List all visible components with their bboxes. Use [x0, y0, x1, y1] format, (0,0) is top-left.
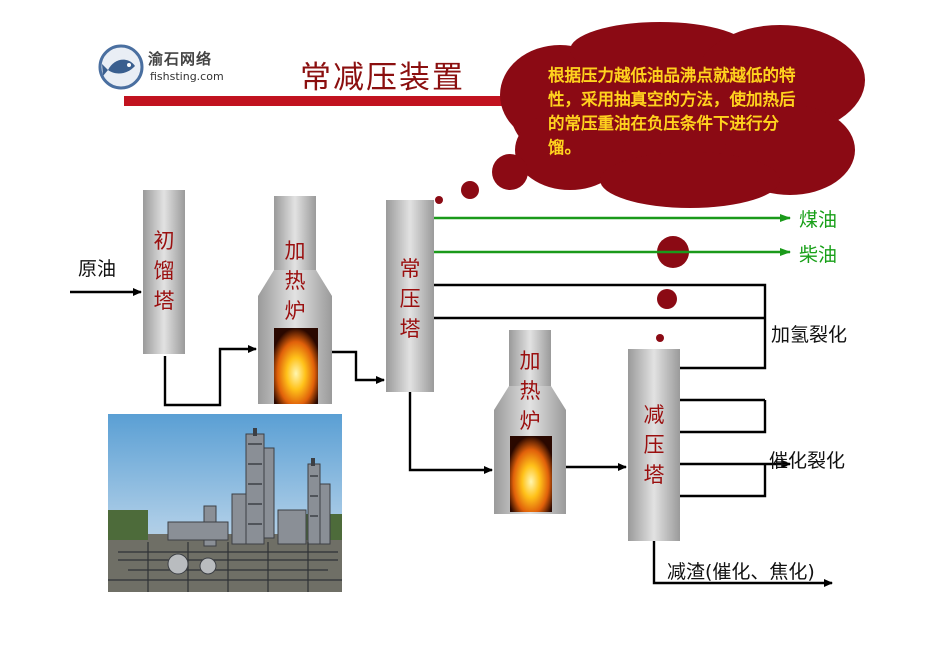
- title-underline-bar: [124, 96, 544, 106]
- vacuum-tower: [628, 349, 680, 541]
- furnace-to-atm-tower-line: [332, 350, 385, 384]
- callout-cloud: [435, 22, 865, 342]
- pre-tower-to-furnace-line: [163, 345, 257, 407]
- logo: 渝石网络 fishsting.com: [98, 44, 234, 92]
- furnace-1: [258, 196, 332, 404]
- atm-tower-to-furnace2-line: [408, 392, 493, 474]
- pre-tower-label: 初馏塔: [153, 229, 175, 313]
- catcracking-label: 催化裂化: [769, 450, 846, 472]
- feed-label: 原油: [78, 258, 117, 280]
- vac-tower-label: 减压塔: [643, 403, 665, 487]
- furnace-1-label: 加热炉: [284, 239, 306, 323]
- refinery-photo-illustration: [108, 414, 342, 592]
- atm-tower-label: 常压塔: [399, 257, 421, 341]
- atmospheric-tower: [386, 200, 434, 392]
- residue-arrow: [652, 541, 833, 587]
- vac-side-draw-1: [680, 318, 767, 370]
- logo-name: 渝石网络: [148, 50, 213, 68]
- page-title: 常减压装置: [300, 60, 465, 96]
- pre-distillation-tower: [143, 190, 185, 354]
- callout-text: 根据压力越低油品沸点就越低的特性，采用抽真空的方法，使加热后的常压重油在负压条件…: [548, 66, 796, 157]
- logo-site: fishsting.com: [150, 70, 224, 83]
- hydrocracking-line-a: [434, 283, 767, 318]
- diesel-label: 柴油: [799, 244, 838, 266]
- kerosene-label: 煤油: [799, 209, 838, 231]
- furnace-2-label: 加热炉: [519, 349, 541, 433]
- hydrocracking-label: 加氢裂化: [771, 324, 848, 346]
- furnace-1-flame: [274, 328, 318, 404]
- furnace-2: [494, 330, 566, 514]
- furnace-2-flame: [510, 436, 552, 512]
- catcracking-line-b: [680, 464, 767, 498]
- fish-logo-icon: [98, 44, 144, 90]
- residue-label: 减渣(催化、焦化): [667, 561, 815, 583]
- vac-side-draw-3: [680, 400, 767, 434]
- refinery-photo: [108, 414, 342, 592]
